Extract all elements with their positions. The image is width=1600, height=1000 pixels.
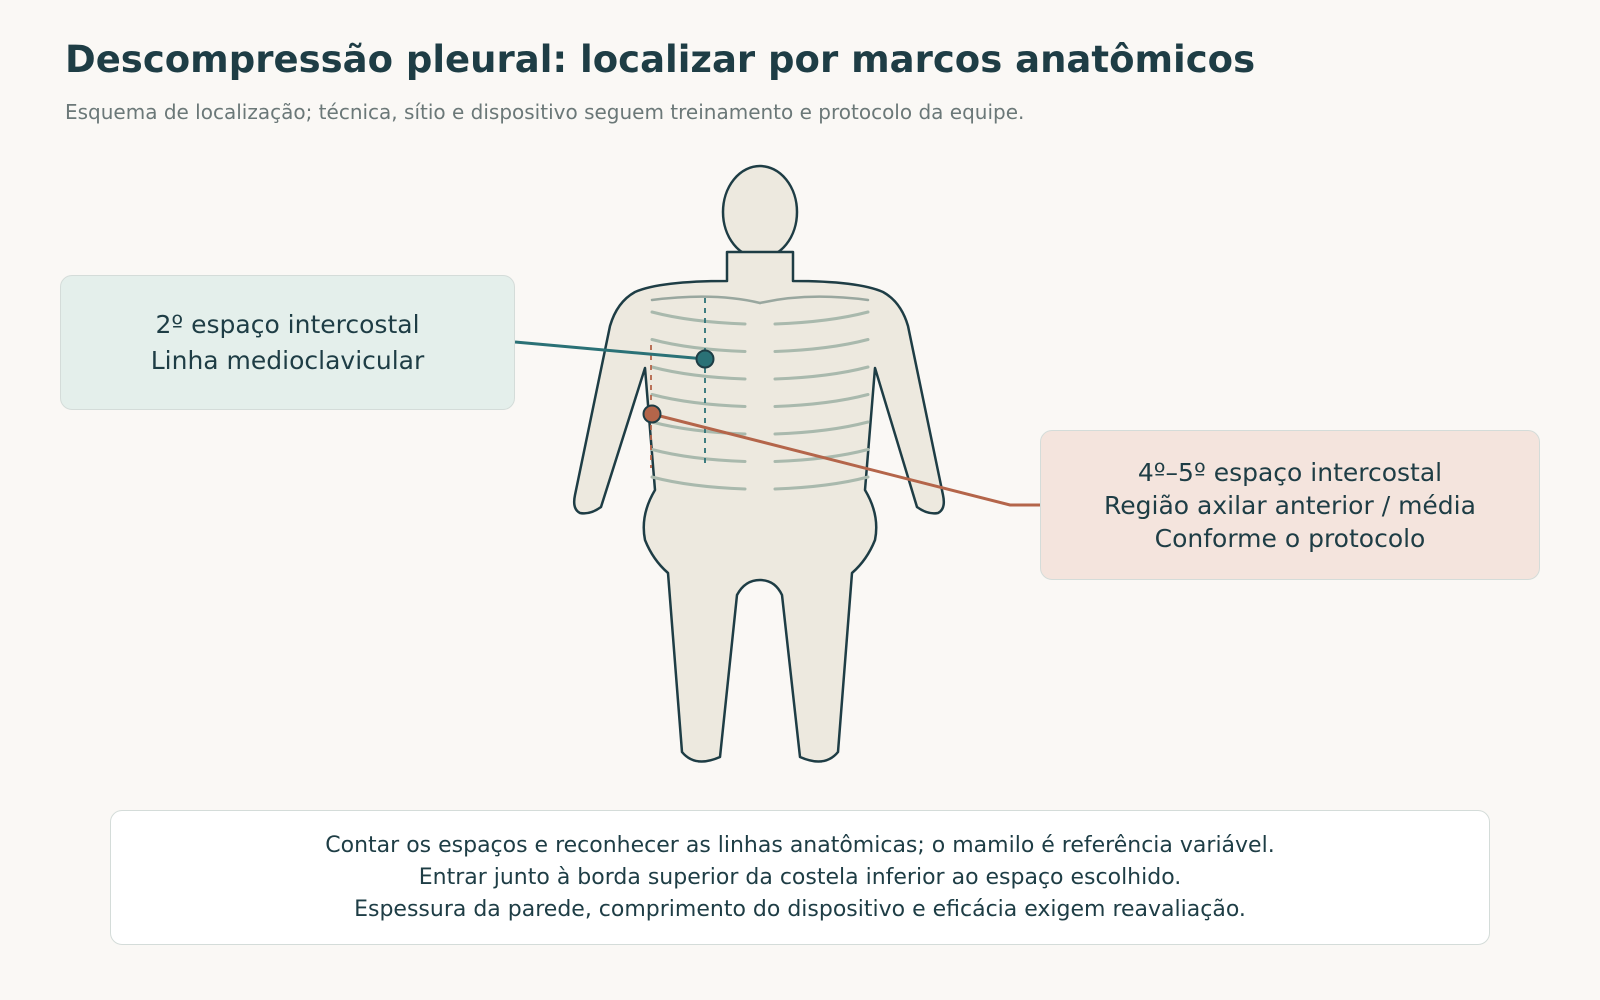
clavicles <box>650 295 870 305</box>
clavicle-right <box>758 295 870 305</box>
rib-left <box>650 310 747 326</box>
callout-alternative-line-3: Conforme o protocolo <box>1154 523 1426 553</box>
callout-primary-site: 2º espaço intercostal Linha medioclavicu… <box>60 275 515 410</box>
rib-right <box>773 393 870 408</box>
rib-right <box>773 338 870 353</box>
rib-right <box>773 475 870 491</box>
callout-alternative-line-1: 4º–5º espaço intercostal <box>1137 457 1443 487</box>
head <box>721 164 799 260</box>
page-title: Descompressão pleural: localizar por mar… <box>65 38 1256 81</box>
note-line-1: Contar os espaços e reconhecer as linhas… <box>325 832 1275 858</box>
rib-left <box>650 475 747 491</box>
rib-right <box>773 365 870 381</box>
site-marker-primary <box>695 349 715 369</box>
callout-primary-line-2: Linha medioclavicular <box>150 345 425 375</box>
callout-alternative-site: 4º–5º espaço intercostal Região axilar a… <box>1040 430 1540 580</box>
callout-alternative-line-2: Região axilar anterior / média <box>1104 490 1476 520</box>
rib-left <box>650 338 747 353</box>
site-marker-alternative <box>642 404 662 424</box>
page-subtitle: Esquema de localização; técnica, sítio e… <box>65 100 1025 124</box>
callout-primary-line-1: 2º espaço intercostal <box>155 309 420 339</box>
rib-right <box>773 310 870 326</box>
note-line-2: Entrar junto à borda superior da costela… <box>418 864 1182 890</box>
clavicle-left <box>650 295 762 305</box>
leader-line-primary <box>514 340 706 361</box>
guidance-note: Contar os espaços e reconhecer as linhas… <box>110 810 1490 945</box>
body-silhouette <box>572 164 946 763</box>
rib-left <box>650 365 747 381</box>
torso <box>572 250 946 763</box>
rib-left <box>650 393 747 408</box>
rib-left <box>650 448 747 463</box>
note-line-3: Espessura da parede, comprimento do disp… <box>354 896 1246 922</box>
rib-right <box>773 420 870 436</box>
leader-line-alternative <box>651 412 1040 507</box>
